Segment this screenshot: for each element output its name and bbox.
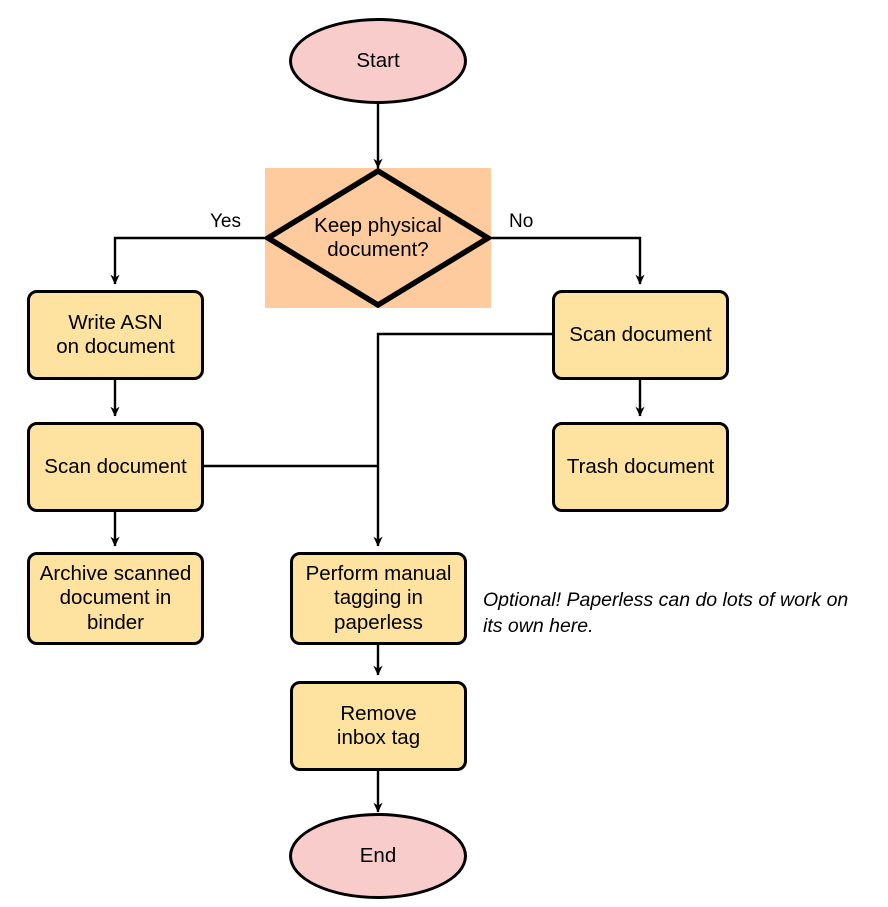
node-scan-document-left[interactable]: Scan document (27, 422, 204, 512)
node-remove-inbox-tag[interactable]: Remove inbox tag (290, 681, 467, 771)
node-manual-tagging-label: Perform manual tagging in paperless (305, 562, 452, 634)
node-archive-scanned-document[interactable]: Archive scanned document in binder (27, 552, 204, 645)
node-start-label: Start (356, 48, 400, 72)
node-trash-document[interactable]: Trash document (552, 422, 729, 512)
node-end[interactable]: End (289, 813, 467, 899)
node-remove-inbox-label: Remove inbox tag (336, 701, 421, 749)
node-scan-document-left-label: Scan document (44, 454, 187, 478)
annotation-optional-note: Optional! Paperless can do lots of work … (483, 589, 849, 637)
node-write-asn-label: Write ASN on document (56, 310, 175, 358)
node-perform-manual-tagging[interactable]: Perform manual tagging in paperless (290, 552, 467, 645)
node-scan-document-right-label: Scan document (569, 322, 712, 346)
edge-scan-right-to-manual-tagging (373, 332, 552, 547)
edge-label-no: No (509, 211, 534, 232)
node-scan-document-right[interactable]: Scan document (552, 290, 729, 380)
node-start[interactable]: Start (289, 18, 467, 104)
node-write-asn-on-document[interactable]: Write ASN on document (27, 290, 204, 380)
edge-decision-yes-to-write-asn (110, 236, 265, 285)
node-keep-physical-document[interactable]: Keep physical document? (265, 168, 491, 308)
edge-label-yes: Yes (210, 211, 241, 232)
diamond-shape (265, 168, 491, 308)
node-archive-label: Archive scanned document in binder (39, 562, 192, 634)
node-trash-document-label: Trash document (566, 454, 715, 478)
node-end-label: End (359, 843, 397, 867)
edge-decision-no-to-scan-right (491, 236, 645, 285)
